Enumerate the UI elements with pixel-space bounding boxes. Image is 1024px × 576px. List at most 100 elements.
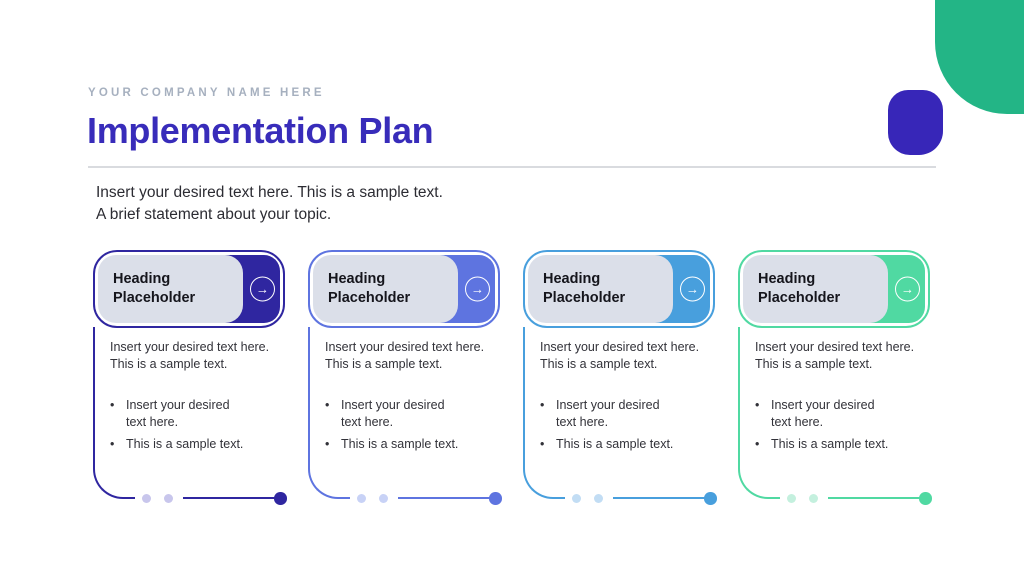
connector-dot-small — [572, 494, 581, 503]
arrow-circle-button[interactable]: → — [895, 276, 920, 302]
plan-card-3: Heading Placeholder → Insert your desire… — [523, 250, 717, 508]
bullet-icon: • — [755, 437, 760, 451]
card-heading: Heading Placeholder — [98, 255, 243, 323]
bullet-icon: • — [755, 398, 760, 412]
card-heading: Heading Placeholder — [528, 255, 673, 323]
card-header: Heading Placeholder → — [523, 250, 715, 328]
card-heading-line1: Heading — [113, 271, 171, 287]
bullet-icon: • — [540, 437, 545, 451]
bullet-icon: • — [110, 398, 115, 412]
connector-dot-end — [704, 492, 717, 505]
bullet-item: • This is a sample text. — [110, 436, 282, 453]
card-body-line2: This is a sample text. — [110, 357, 228, 371]
card-body-line2: This is a sample text. — [540, 357, 658, 371]
bullet-icon: • — [110, 437, 115, 451]
bullet-text: This is a sample text. — [771, 437, 889, 451]
connector-dot-small — [164, 494, 173, 503]
card-bullets: • Insert your desired text here. • This … — [325, 397, 497, 453]
connector-tail-line — [183, 496, 277, 499]
bullet-text-line2: text here. — [771, 415, 824, 429]
connector-dot-small — [142, 494, 151, 503]
bullet-text-line1: Insert your desired — [556, 398, 660, 412]
card-connector-line — [93, 327, 135, 499]
card-heading-line1: Heading — [543, 271, 601, 287]
bullet-item: • This is a sample text. — [325, 436, 497, 453]
bullet-text-line1: Insert your desired — [771, 398, 875, 412]
card-heading-line2: Placeholder — [758, 290, 841, 306]
card-heading-line1: Heading — [758, 271, 816, 287]
connector-tail-line — [613, 496, 707, 499]
card-body-line2: This is a sample text. — [755, 357, 873, 371]
bullet-text: Insert your desired text here. — [126, 397, 230, 431]
bullet-icon: • — [325, 437, 330, 451]
connector-dot-end — [919, 492, 932, 505]
plan-card-4: Heading Placeholder → Insert your desire… — [738, 250, 932, 508]
plan-card-1: Heading Placeholder → Insert your desire… — [93, 250, 287, 508]
bullet-item: • This is a sample text. — [540, 436, 712, 453]
bullet-text: This is a sample text. — [556, 437, 674, 451]
bullet-text: Insert your desired text here. — [341, 397, 445, 431]
bullet-icon: • — [325, 398, 330, 412]
bullet-text-line1: Insert your desired — [126, 398, 230, 412]
connector-dot-small — [357, 494, 366, 503]
card-header: Heading Placeholder → — [93, 250, 285, 328]
bullet-text: Insert your desired text here. — [771, 397, 875, 431]
card-heading-line2: Placeholder — [543, 290, 626, 306]
corner-shape-blue — [888, 90, 943, 155]
bullet-item: • Insert your desired text here. — [755, 397, 927, 431]
arrow-icon: → — [471, 281, 484, 296]
subtitle: Insert your desired text here. This is a… — [96, 182, 443, 226]
bullet-item: • Insert your desired text here. — [540, 397, 712, 431]
card-connector-line — [738, 327, 780, 499]
bullet-text-line2: text here. — [341, 415, 394, 429]
cards-row: Heading Placeholder → Insert your desire… — [93, 250, 932, 508]
card-body-line1: Insert your desired text here. — [110, 340, 270, 354]
connector-tail-line — [398, 496, 492, 499]
subtitle-line1: Insert your desired text here. This is a… — [96, 184, 443, 201]
card-heading: Heading Placeholder — [313, 255, 458, 323]
card-header: Heading Placeholder → — [738, 250, 930, 328]
card-heading-line1: Heading — [328, 271, 386, 287]
card-body: Insert your desired text here. This is a… — [540, 339, 712, 453]
connector-dot-small — [594, 494, 603, 503]
card-body: Insert your desired text here. This is a… — [110, 339, 282, 453]
connector-dot-small — [809, 494, 818, 503]
title-divider — [88, 166, 936, 168]
connector-dot-end — [489, 492, 502, 505]
bullet-icon: • — [540, 398, 545, 412]
company-name: YOUR COMPANY NAME HERE — [88, 87, 325, 99]
card-body: Insert your desired text here. This is a… — [325, 339, 497, 453]
card-body-line1: Insert your desired text here. — [755, 340, 915, 354]
card-body-line1: Insert your desired text here. — [540, 340, 700, 354]
connector-dot-small — [787, 494, 796, 503]
connector-dot-end — [274, 492, 287, 505]
bullet-item: • Insert your desired text here. — [325, 397, 497, 431]
card-connector-line — [523, 327, 565, 499]
bullet-item: • Insert your desired text here. — [110, 397, 282, 431]
arrow-icon: → — [256, 281, 269, 296]
plan-card-2: Heading Placeholder → Insert your desire… — [308, 250, 502, 508]
arrow-icon: → — [901, 281, 914, 296]
corner-shape-green — [935, 0, 1024, 114]
card-heading-line2: Placeholder — [328, 290, 411, 306]
card-bullets: • Insert your desired text here. • This … — [110, 397, 282, 453]
card-body-line2: This is a sample text. — [325, 357, 443, 371]
bullet-text-line2: text here. — [556, 415, 609, 429]
card-heading-line2: Placeholder — [113, 290, 196, 306]
arrow-icon: → — [686, 281, 699, 296]
connector-dot-small — [379, 494, 388, 503]
card-bullets: • Insert your desired text here. • This … — [540, 397, 712, 453]
arrow-circle-button[interactable]: → — [680, 276, 705, 302]
subtitle-line2: A brief statement about your topic. — [96, 206, 332, 223]
connector-tail-line — [828, 496, 922, 499]
card-bullets: • Insert your desired text here. • This … — [755, 397, 927, 453]
card-body-line1: Insert your desired text here. — [325, 340, 485, 354]
bullet-text-line1: Insert your desired — [341, 398, 445, 412]
card-body: Insert your desired text here. This is a… — [755, 339, 927, 453]
card-header: Heading Placeholder → — [308, 250, 500, 328]
bullet-text: This is a sample text. — [126, 437, 244, 451]
arrow-circle-button[interactable]: → — [465, 276, 490, 302]
arrow-circle-button[interactable]: → — [250, 276, 275, 302]
card-heading: Heading Placeholder — [743, 255, 888, 323]
